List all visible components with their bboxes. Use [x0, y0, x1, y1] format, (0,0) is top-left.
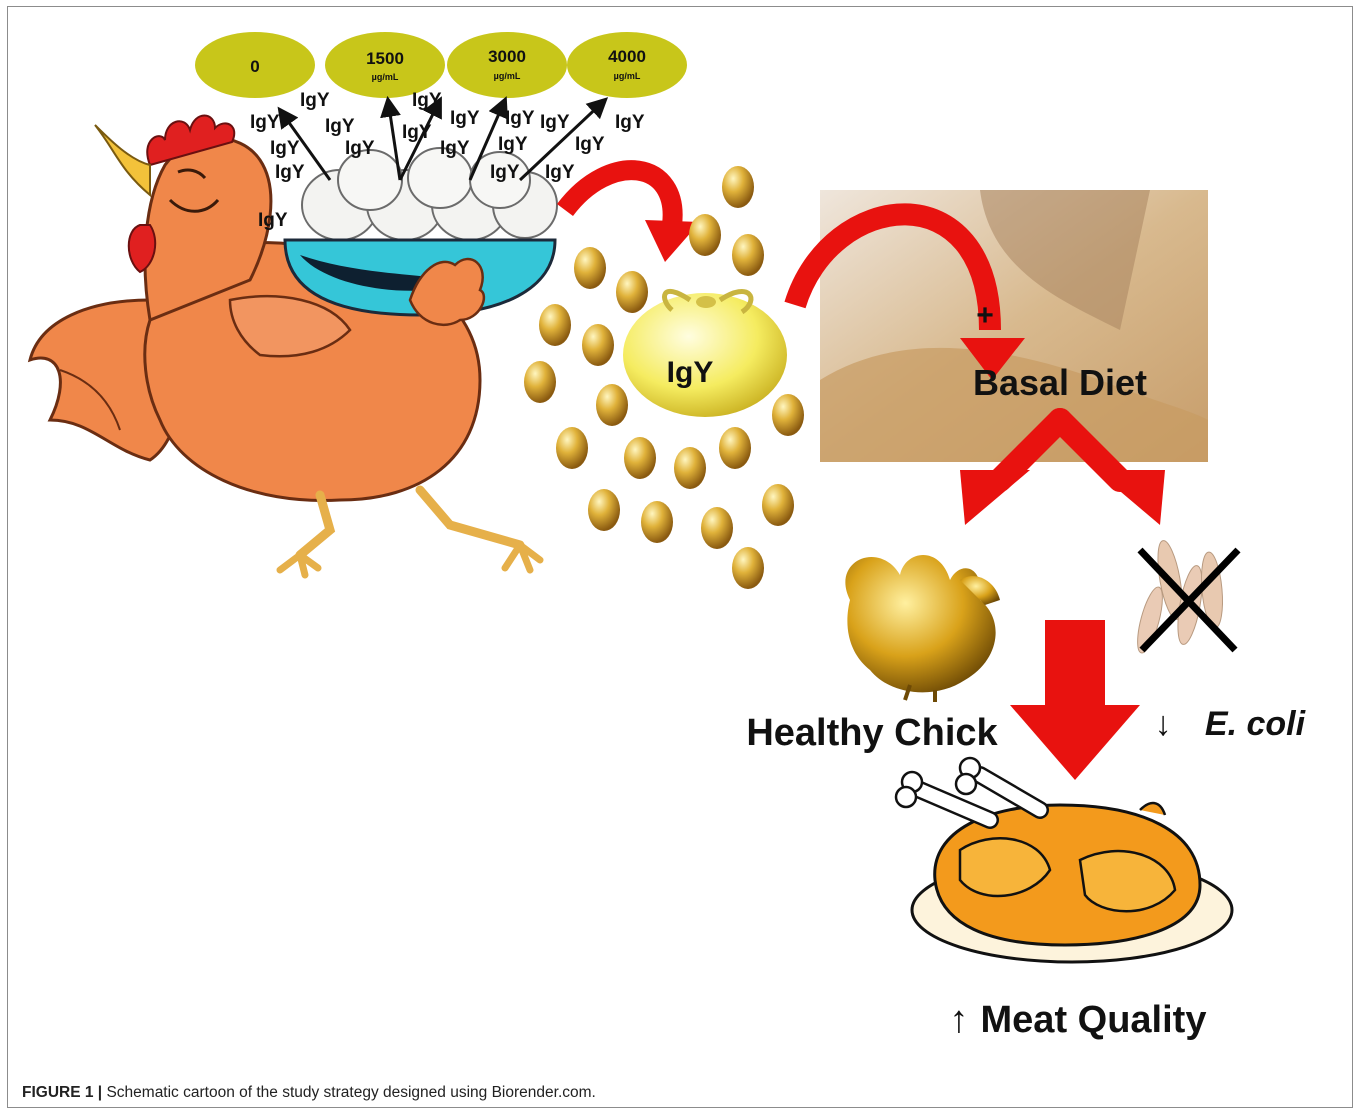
igy-tag: IgY [250, 112, 280, 133]
igy-tag: IgY [490, 162, 520, 183]
dose-unit: µg/mL [372, 72, 399, 82]
igy-tag: IgY [498, 134, 528, 155]
roast-chicken [896, 758, 1232, 962]
basal-diet-label: Basal Diet [973, 362, 1147, 403]
dose-unit: µg/mL [494, 71, 521, 81]
healthy-chick-label: Healthy Chick [746, 712, 998, 754]
meat-quality-label: ↑ Meat Quality [950, 999, 1207, 1041]
igy-egg-label: IgY [667, 356, 714, 389]
dose-value: 1500 [366, 49, 404, 68]
dose-value: 3000 [488, 47, 526, 66]
dose-ellipse-4000: 4000 µg/mL [567, 32, 687, 98]
igy-tag: IgY [540, 112, 570, 133]
igy-tag: IgY [345, 138, 375, 159]
meat-quality-up-arrow: ↑ [950, 999, 969, 1041]
basal-diet-panel: + Basal Diet [795, 190, 1208, 462]
caption-text: Schematic cartoon of the study strategy … [102, 1084, 596, 1101]
plus-sign: + [976, 299, 994, 332]
golden-chick [845, 555, 1000, 702]
arrow-to-meat [1010, 620, 1140, 780]
igy-tag: IgY [575, 134, 605, 155]
igy-tag: IgY [545, 162, 575, 183]
ecoli-down-arrow: ↓ [1155, 705, 1172, 743]
dose-group: 0 1500 µg/mL 3000 µg/mL 4000 µg/mL [195, 32, 687, 98]
ecoli-text: E. coli [1205, 705, 1307, 743]
igy-egg: IgY [623, 291, 787, 417]
igy-tag: IgY [270, 138, 300, 159]
ecoli-label: ↓ E. coli [1155, 705, 1307, 743]
ecoli-crossed [1133, 539, 1238, 655]
dose-ellipse-3000: 3000 µg/mL [447, 32, 567, 98]
igy-tag: IgY [450, 108, 480, 129]
igy-tag: IgY [325, 116, 355, 137]
igy-tag: IgY [258, 210, 288, 231]
figure-caption: FIGURE 1 | Schematic cartoon of the stud… [22, 1084, 596, 1102]
meat-quality-text: Meat Quality [981, 999, 1207, 1041]
dose-unit: µg/mL [614, 71, 641, 81]
igy-tag: IgY [505, 108, 535, 129]
dose-ellipse-0: 0 [195, 32, 315, 98]
caption-label: FIGURE 1 | [22, 1084, 102, 1101]
dose-value: 0 [250, 57, 259, 76]
hen-illustration [30, 116, 557, 576]
schematic-figure: 0 1500 µg/mL 3000 µg/mL 4000 µg/mL [0, 0, 1358, 1080]
igy-tag: IgY [615, 112, 645, 133]
igy-tag: IgY [440, 138, 470, 159]
dose-ellipse-1500: 1500 µg/mL [325, 32, 445, 98]
igy-tag: IgY [300, 90, 330, 111]
dose-value: 4000 [608, 47, 646, 66]
igy-tag: IgY [275, 162, 305, 183]
